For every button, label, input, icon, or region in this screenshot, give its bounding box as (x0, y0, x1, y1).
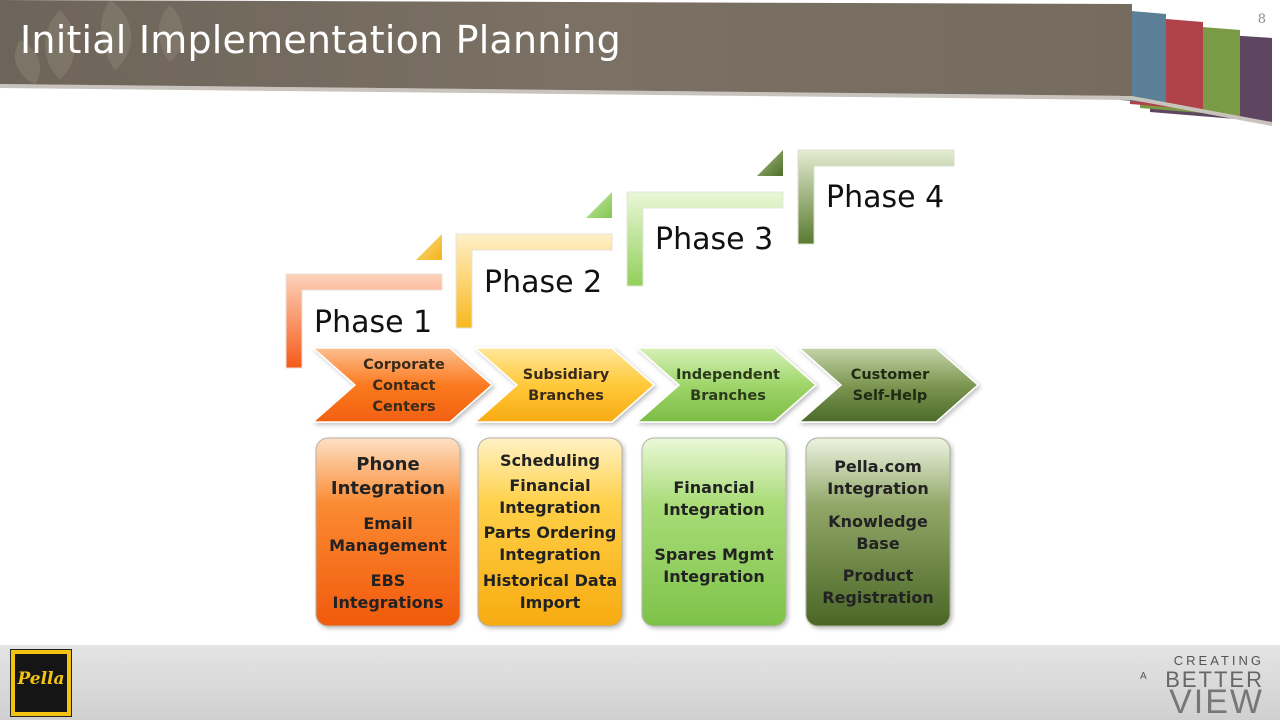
phase-3-arrow-line-2: Branches (690, 388, 766, 404)
phase-1-item: Management (329, 536, 447, 555)
leaf-watermark-icon (15, 0, 184, 84)
phase-1-arrow-line-3: Centers (372, 399, 435, 415)
phase-4-step-bracket (797, 149, 955, 245)
phase-1-item: EBS (371, 571, 406, 590)
phase-3-item: Integration (663, 500, 765, 519)
phase-3-item: Integration (663, 567, 765, 586)
phase-4-item: Base (856, 534, 900, 553)
phase-4: Phase 4 Customer Self-Help Pella.com Int… (797, 149, 980, 627)
tagline-line-1: CREATING (1173, 653, 1264, 668)
phase-1-box (315, 437, 461, 627)
phase-3: Phase 3 Independent Branches Financial I… (626, 150, 818, 627)
phase-4-arrow-line-1: Customer (851, 367, 930, 383)
phase-1-item: Integrations (332, 593, 443, 612)
pella-logo-text: Pella (17, 669, 65, 689)
phase-2-step-triangle (586, 192, 612, 218)
phase-4-arrow-line-2: Self-Help (853, 388, 928, 404)
phase-3-arrow (635, 347, 818, 423)
phase-3-item: Spares Mgmt (654, 545, 774, 564)
phase-2-label: Phase 2 (484, 265, 602, 300)
tagline-a: A (1140, 671, 1147, 682)
phase-1-arrow-line-2: Contact (372, 378, 435, 394)
phase-4-item: Pella.com (834, 457, 922, 476)
phase-1-item: Email (363, 514, 412, 533)
phase-3-step-triangle (757, 150, 783, 176)
header-band (0, 0, 1272, 126)
phase-4-item: Registration (822, 588, 933, 607)
pella-logo: Pella (10, 649, 72, 717)
phase-1-arrow (311, 347, 494, 423)
phase-2-item: Financial (509, 476, 590, 495)
header-shadow (0, 84, 1272, 126)
phase-3-step-bracket (626, 191, 784, 287)
phase-diagram: Phase 1 Corporate Contact Centers Phone … (285, 149, 980, 627)
phase-2-item: Parts Ordering (484, 523, 617, 542)
phase-1-label: Phase 1 (314, 305, 432, 340)
phase-4-item: Product (843, 566, 914, 585)
phase-3-arrow-line-1: Independent (676, 367, 780, 383)
header-main (0, 0, 1132, 96)
phase-2-item: Integration (499, 498, 601, 517)
phase-2-step-bracket (455, 233, 613, 329)
footer-bar: Pella CREATING A BETTER VIEW (0, 645, 1280, 721)
phase-2-arrow (473, 347, 656, 423)
phase-4-box (805, 437, 951, 627)
tagline-line-2: BETTER (1165, 667, 1264, 692)
phase-4-label: Phase 4 (826, 180, 944, 215)
phase-4-arrow (797, 347, 980, 423)
slide-title: Initial Implementation Planning (20, 18, 621, 62)
phase-4-item: Knowledge (828, 512, 928, 531)
phase-3-item: Financial (673, 478, 754, 497)
phase-2-item: Historical Data (483, 571, 617, 590)
phase-4-item: Integration (827, 479, 929, 498)
phase-2-arrow-line-1: Subsidiary (523, 367, 610, 383)
phase-2: Phase 2 Subsidiary Branches Scheduling F… (455, 192, 656, 627)
phase-1-item: Integration (331, 478, 445, 499)
slide-number: 8 (1257, 12, 1266, 27)
phase-2-item: Import (520, 593, 581, 612)
phase-1: Phase 1 Corporate Contact Centers Phone … (285, 234, 494, 627)
phase-2-box (477, 437, 623, 627)
phase-1-step-triangle (416, 234, 442, 260)
tagline-logo: CREATING A BETTER VIEW (1134, 653, 1264, 721)
phase-2-item: Integration (499, 545, 601, 564)
phase-3-label: Phase 3 (655, 222, 773, 257)
phase-2-arrow-line-2: Branches (528, 388, 604, 404)
tagline-line-3: VIEW (1169, 683, 1264, 721)
phase-2-item: Scheduling (500, 451, 600, 470)
pella-logo-inner: Pella (15, 654, 67, 712)
phase-1-item: Phone (356, 454, 419, 475)
phase-3-box (641, 437, 787, 627)
phase-1-arrow-line-1: Corporate (363, 357, 445, 373)
phase-1-step-bracket (285, 273, 443, 369)
